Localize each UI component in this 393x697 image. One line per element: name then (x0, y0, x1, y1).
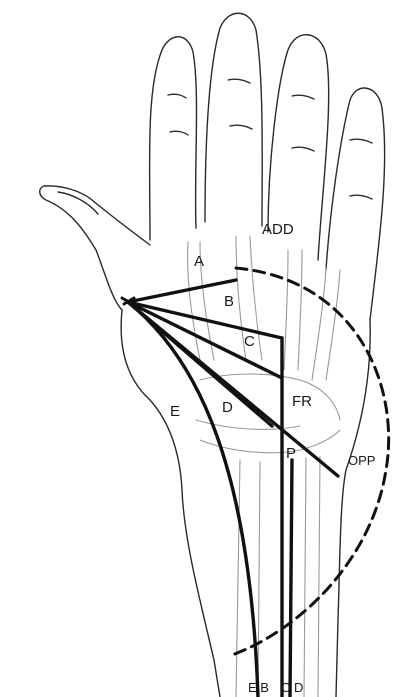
line-p2 (290, 460, 292, 697)
line-e (128, 302, 258, 697)
label-add: ADD (262, 222, 294, 237)
label-c: C (244, 334, 255, 349)
label-e: E (170, 404, 180, 419)
label-d: D (222, 400, 233, 415)
label-eb: E B (248, 681, 269, 694)
label-fr: FR (292, 394, 312, 409)
hand-outline (40, 13, 385, 697)
label-cd: C D (281, 681, 303, 694)
line-a (128, 280, 236, 302)
label-opp: OPP (348, 454, 375, 467)
label-a: A (194, 254, 204, 269)
hand-bones (188, 236, 340, 697)
label-p: P (286, 446, 296, 461)
label-b: B (224, 294, 234, 309)
